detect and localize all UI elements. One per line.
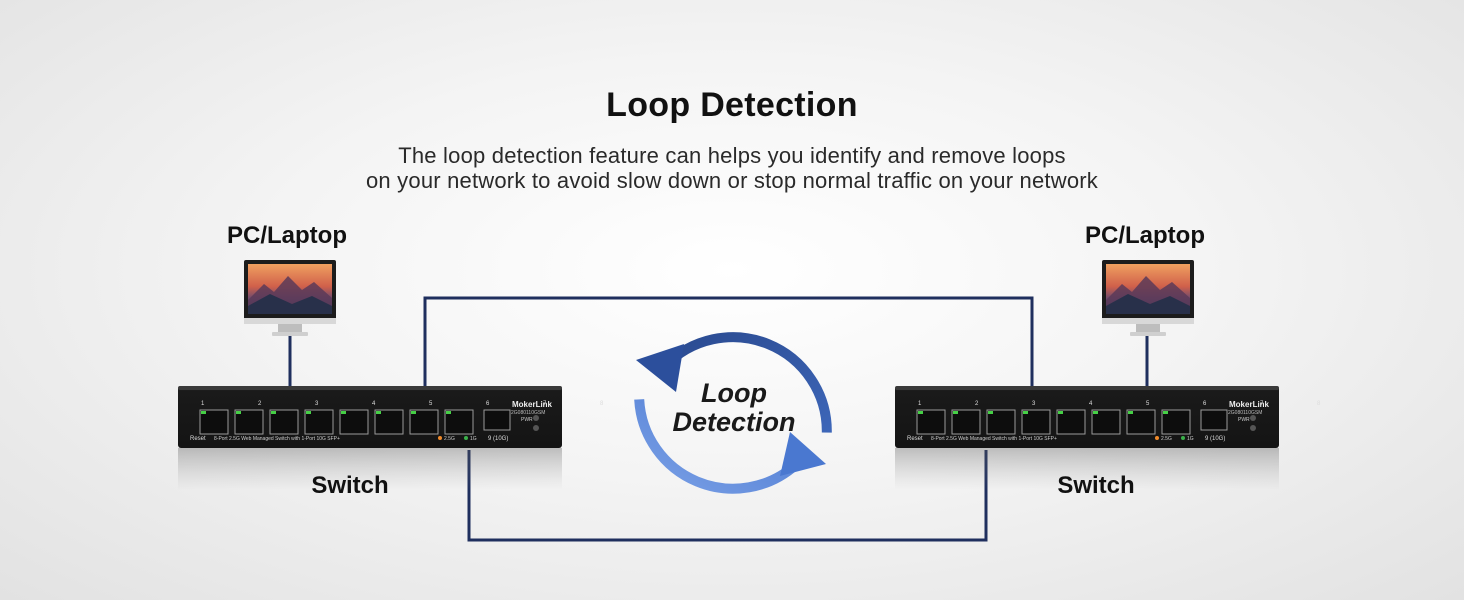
left-port-numbers: 1 2 3 4 5 6 7 8 — [201, 401, 630, 407]
right-pc-label: PC/Laptop — [1085, 222, 1205, 249]
cable-bottom-loop — [467, 450, 988, 542]
loop-label-line-2: Detection — [672, 407, 796, 437]
loop-arrow-lower-head — [780, 432, 826, 476]
right-switch-label: Switch — [1057, 472, 1135, 499]
loop-arrow-upper-head — [636, 344, 684, 392]
right-brand: MokerLink — [1229, 400, 1270, 409]
left-pwr-label: PWR — [521, 417, 533, 423]
left-pc-icon — [244, 260, 336, 336]
cable-top-loop — [423, 296, 1034, 386]
right-sfp-label: 9 (10G) — [1205, 436, 1226, 442]
left-brand: MokerLink — [512, 400, 553, 409]
right-model: 2G080110GSM — [1228, 410, 1263, 416]
left-sfp-label: 9 (10G) — [488, 436, 509, 442]
left-pc-label: PC/Laptop — [227, 222, 347, 249]
left-description: 8-Port 2.5G Web Managed Switch with 1-Po… — [214, 436, 340, 442]
loop-arrow-upper — [660, 332, 832, 433]
left-reset-label: Reset — [190, 436, 206, 442]
right-pwr-label: PWR — [1238, 417, 1250, 423]
right-reset-label: Reset — [907, 436, 923, 442]
loop-label-line-1: Loop — [701, 378, 767, 408]
left-legend-25g: 2.5G — [444, 436, 455, 442]
subtitle-line-2: on your network to avoid slow down or st… — [366, 168, 1098, 193]
loop-arrow-lower — [634, 399, 800, 494]
right-description: 8-Port 2.5G Web Managed Switch with 1-Po… — [931, 436, 1057, 442]
right-pc-icon — [1102, 260, 1194, 336]
right-legend-25g: 2.5G — [1161, 436, 1172, 442]
right-legend-1g: 1G — [1187, 436, 1194, 442]
left-switch-label: Switch — [311, 472, 389, 499]
right-port-numbers: 1 2 3 4 5 6 7 8 — [918, 401, 1347, 407]
left-legend-1g: 1G — [470, 436, 477, 442]
page-title: Loop Detection — [606, 86, 858, 124]
left-model: 2G080110GSM — [511, 410, 546, 416]
subtitle-line-1: The loop detection feature can helps you… — [398, 143, 1066, 168]
